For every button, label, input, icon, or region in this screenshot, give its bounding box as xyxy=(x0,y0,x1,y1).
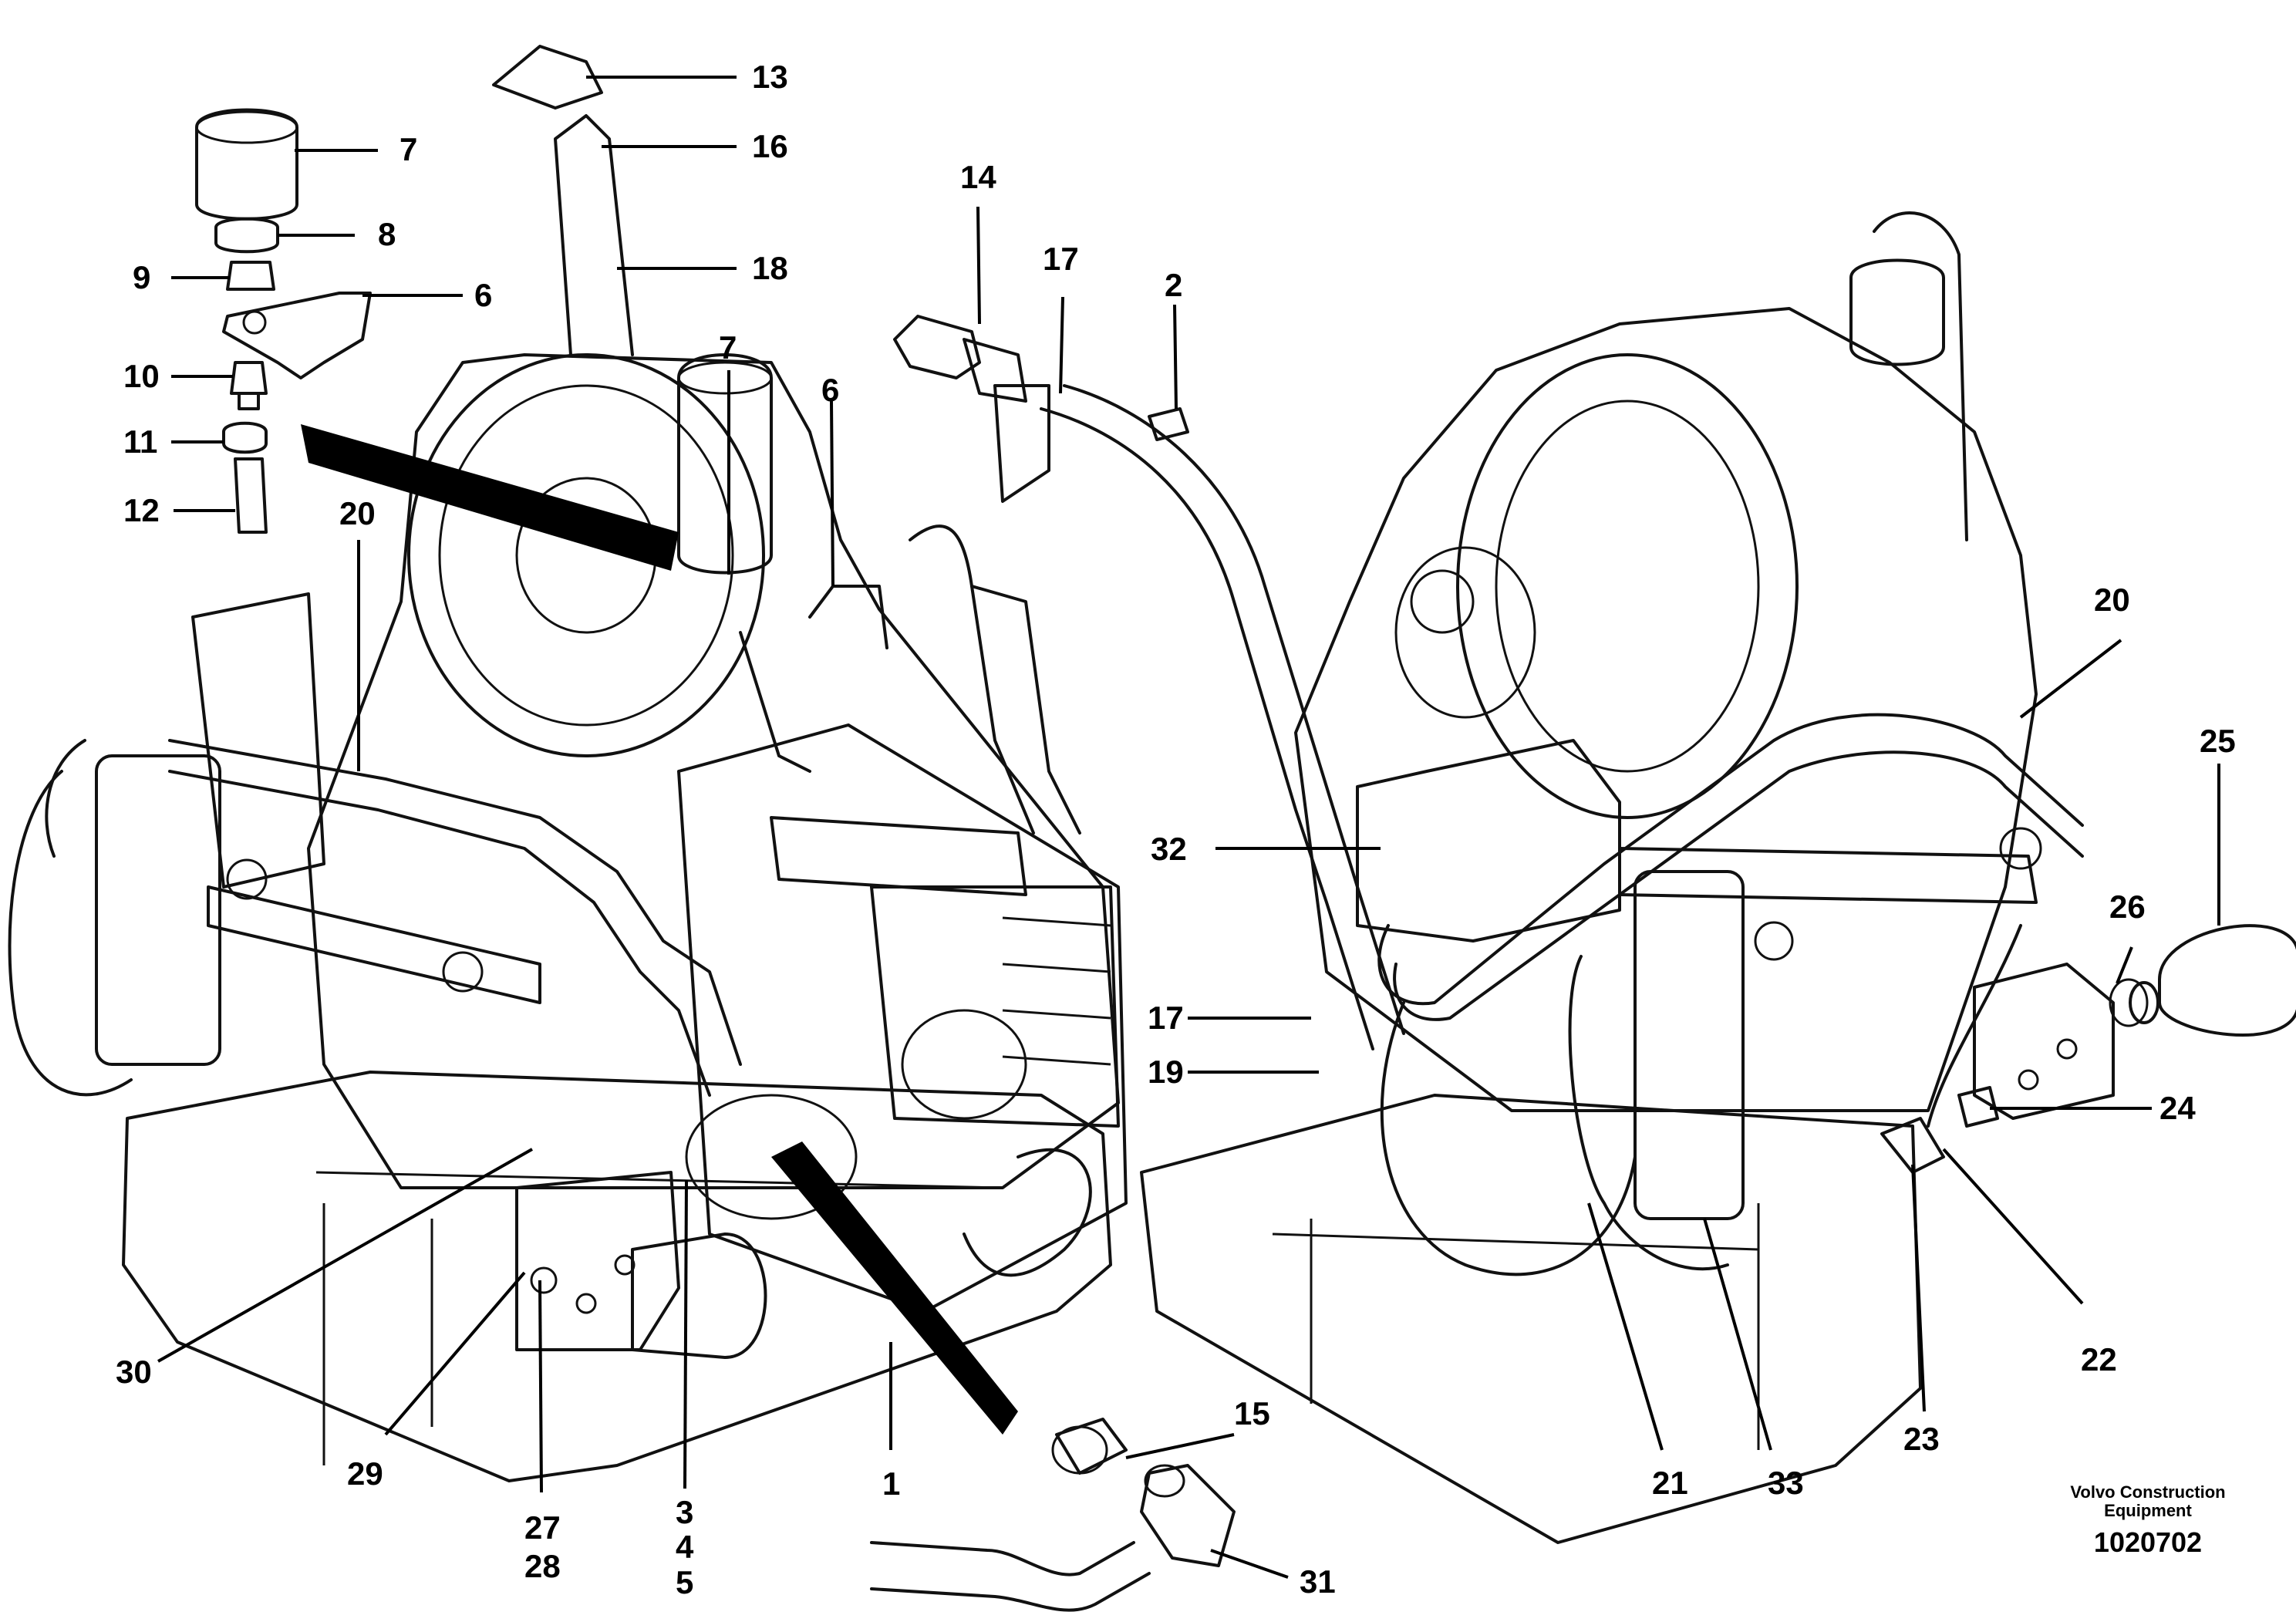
union-10 xyxy=(230,361,268,410)
callout-26: 26 xyxy=(2109,889,2146,925)
manufacturer-line-2: Equipment xyxy=(2104,1501,2192,1520)
callout-2: 2 xyxy=(1165,267,1182,303)
callout-23: 23 xyxy=(1903,1421,1940,1457)
callout-14: 14 xyxy=(960,159,996,195)
drawing-footer: Volvo Construction Equipment 1020702 xyxy=(2070,1482,2225,1558)
callout-17-top: 17 xyxy=(1043,241,1079,277)
callout-29: 29 xyxy=(347,1455,383,1492)
callout-4: 4 xyxy=(676,1529,694,1565)
callout-7-mid: 7 xyxy=(719,329,737,366)
callout-12: 12 xyxy=(123,492,160,528)
callout-31: 31 xyxy=(1300,1563,1336,1600)
clamp-11 xyxy=(222,421,268,454)
callout-3: 3 xyxy=(676,1494,693,1530)
callout-33: 33 xyxy=(1768,1465,1804,1501)
callout-24: 24 xyxy=(2159,1090,2196,1126)
fittings-detail xyxy=(1051,1418,1236,1567)
accumulator-detail xyxy=(2109,924,2296,1037)
callout-13: 13 xyxy=(752,59,788,95)
callout-20-right: 20 xyxy=(2094,582,2130,618)
callout-7-top: 7 xyxy=(400,131,417,167)
callout-labels: 13 7 16 14 8 9 18 17 2 6 10 7 6 11 12 20… xyxy=(116,59,2236,1600)
nipple-9 xyxy=(226,261,275,291)
callout-9: 9 xyxy=(133,259,150,295)
callout-6-mid: 6 xyxy=(821,372,839,408)
callout-17-bottom: 17 xyxy=(1148,1000,1184,1036)
exploded-filter-parts xyxy=(195,108,372,534)
callout-19: 19 xyxy=(1148,1054,1184,1090)
callout-1: 1 xyxy=(882,1465,900,1502)
left-transmission-assembly xyxy=(8,45,1151,1612)
right-transmission-assembly xyxy=(1140,211,2115,1544)
callout-30: 30 xyxy=(116,1354,152,1390)
callout-10: 10 xyxy=(123,358,160,394)
breather-detail xyxy=(893,315,1405,1050)
callout-6-left: 6 xyxy=(474,277,492,313)
callout-28: 28 xyxy=(524,1548,561,1584)
callout-15: 15 xyxy=(1234,1395,1270,1431)
callout-18: 18 xyxy=(752,250,788,286)
callout-5: 5 xyxy=(676,1564,693,1600)
callout-22: 22 xyxy=(2081,1341,2117,1378)
drawing-number: 1020702 xyxy=(2094,1526,2202,1558)
callout-8: 8 xyxy=(378,216,396,252)
manufacturer-line-1: Volvo Construction xyxy=(2070,1482,2225,1502)
leader-lines xyxy=(157,76,2220,1579)
callout-11: 11 xyxy=(123,423,157,460)
callout-32: 32 xyxy=(1151,831,1187,867)
filter-cap-7 xyxy=(195,108,298,221)
callout-21: 21 xyxy=(1652,1465,1688,1501)
callout-20-left: 20 xyxy=(339,495,376,531)
callout-27: 27 xyxy=(524,1509,561,1546)
hose-12 xyxy=(234,457,268,534)
clamp-8 xyxy=(214,217,279,254)
bracket-6 xyxy=(222,292,372,379)
callout-16: 16 xyxy=(752,128,788,164)
callout-25: 25 xyxy=(2200,723,2236,759)
